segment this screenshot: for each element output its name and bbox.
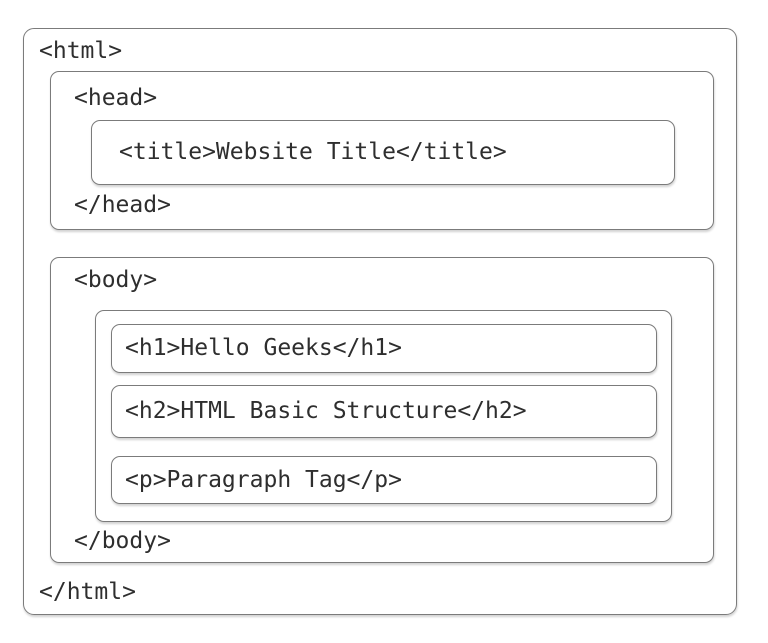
h1-element-label: <h1>Hello Geeks</h1>	[125, 335, 402, 361]
title-element-label: <title>Website Title</title>	[119, 139, 507, 165]
p-element-label: <p>Paragraph Tag</p>	[125, 466, 402, 493]
html-open-tag-label: <html>	[39, 38, 123, 64]
title-element-box: <title>Website Title</title>	[91, 120, 675, 185]
body-element-box: <body> <h1>Hello Geeks</h1> <h2>HTML Bas…	[50, 257, 714, 563]
head-close-tag-label: </head>	[74, 192, 171, 218]
h2-element-label: <h2>HTML Basic Structure</h2>	[125, 398, 527, 424]
p-element-box: <p>Paragraph Tag</p>	[111, 456, 657, 504]
body-content-group-box: <h1>Hello Geeks</h1> <h2>HTML Basic Stru…	[95, 310, 672, 522]
h2-element-box: <h2>HTML Basic Structure</h2>	[111, 385, 657, 438]
body-open-tag-label: <body>	[74, 267, 158, 293]
h1-element-box: <h1>Hello Geeks</h1>	[111, 324, 657, 373]
html-element-box: <html> <head> <title>Website Title</titl…	[23, 28, 737, 615]
html-close-tag-label: </html>	[39, 579, 136, 605]
body-close-tag-label: </body>	[74, 528, 171, 554]
head-open-tag-label: <head>	[74, 85, 158, 111]
head-element-box: <head> <title>Website Title</title> </he…	[50, 71, 714, 230]
